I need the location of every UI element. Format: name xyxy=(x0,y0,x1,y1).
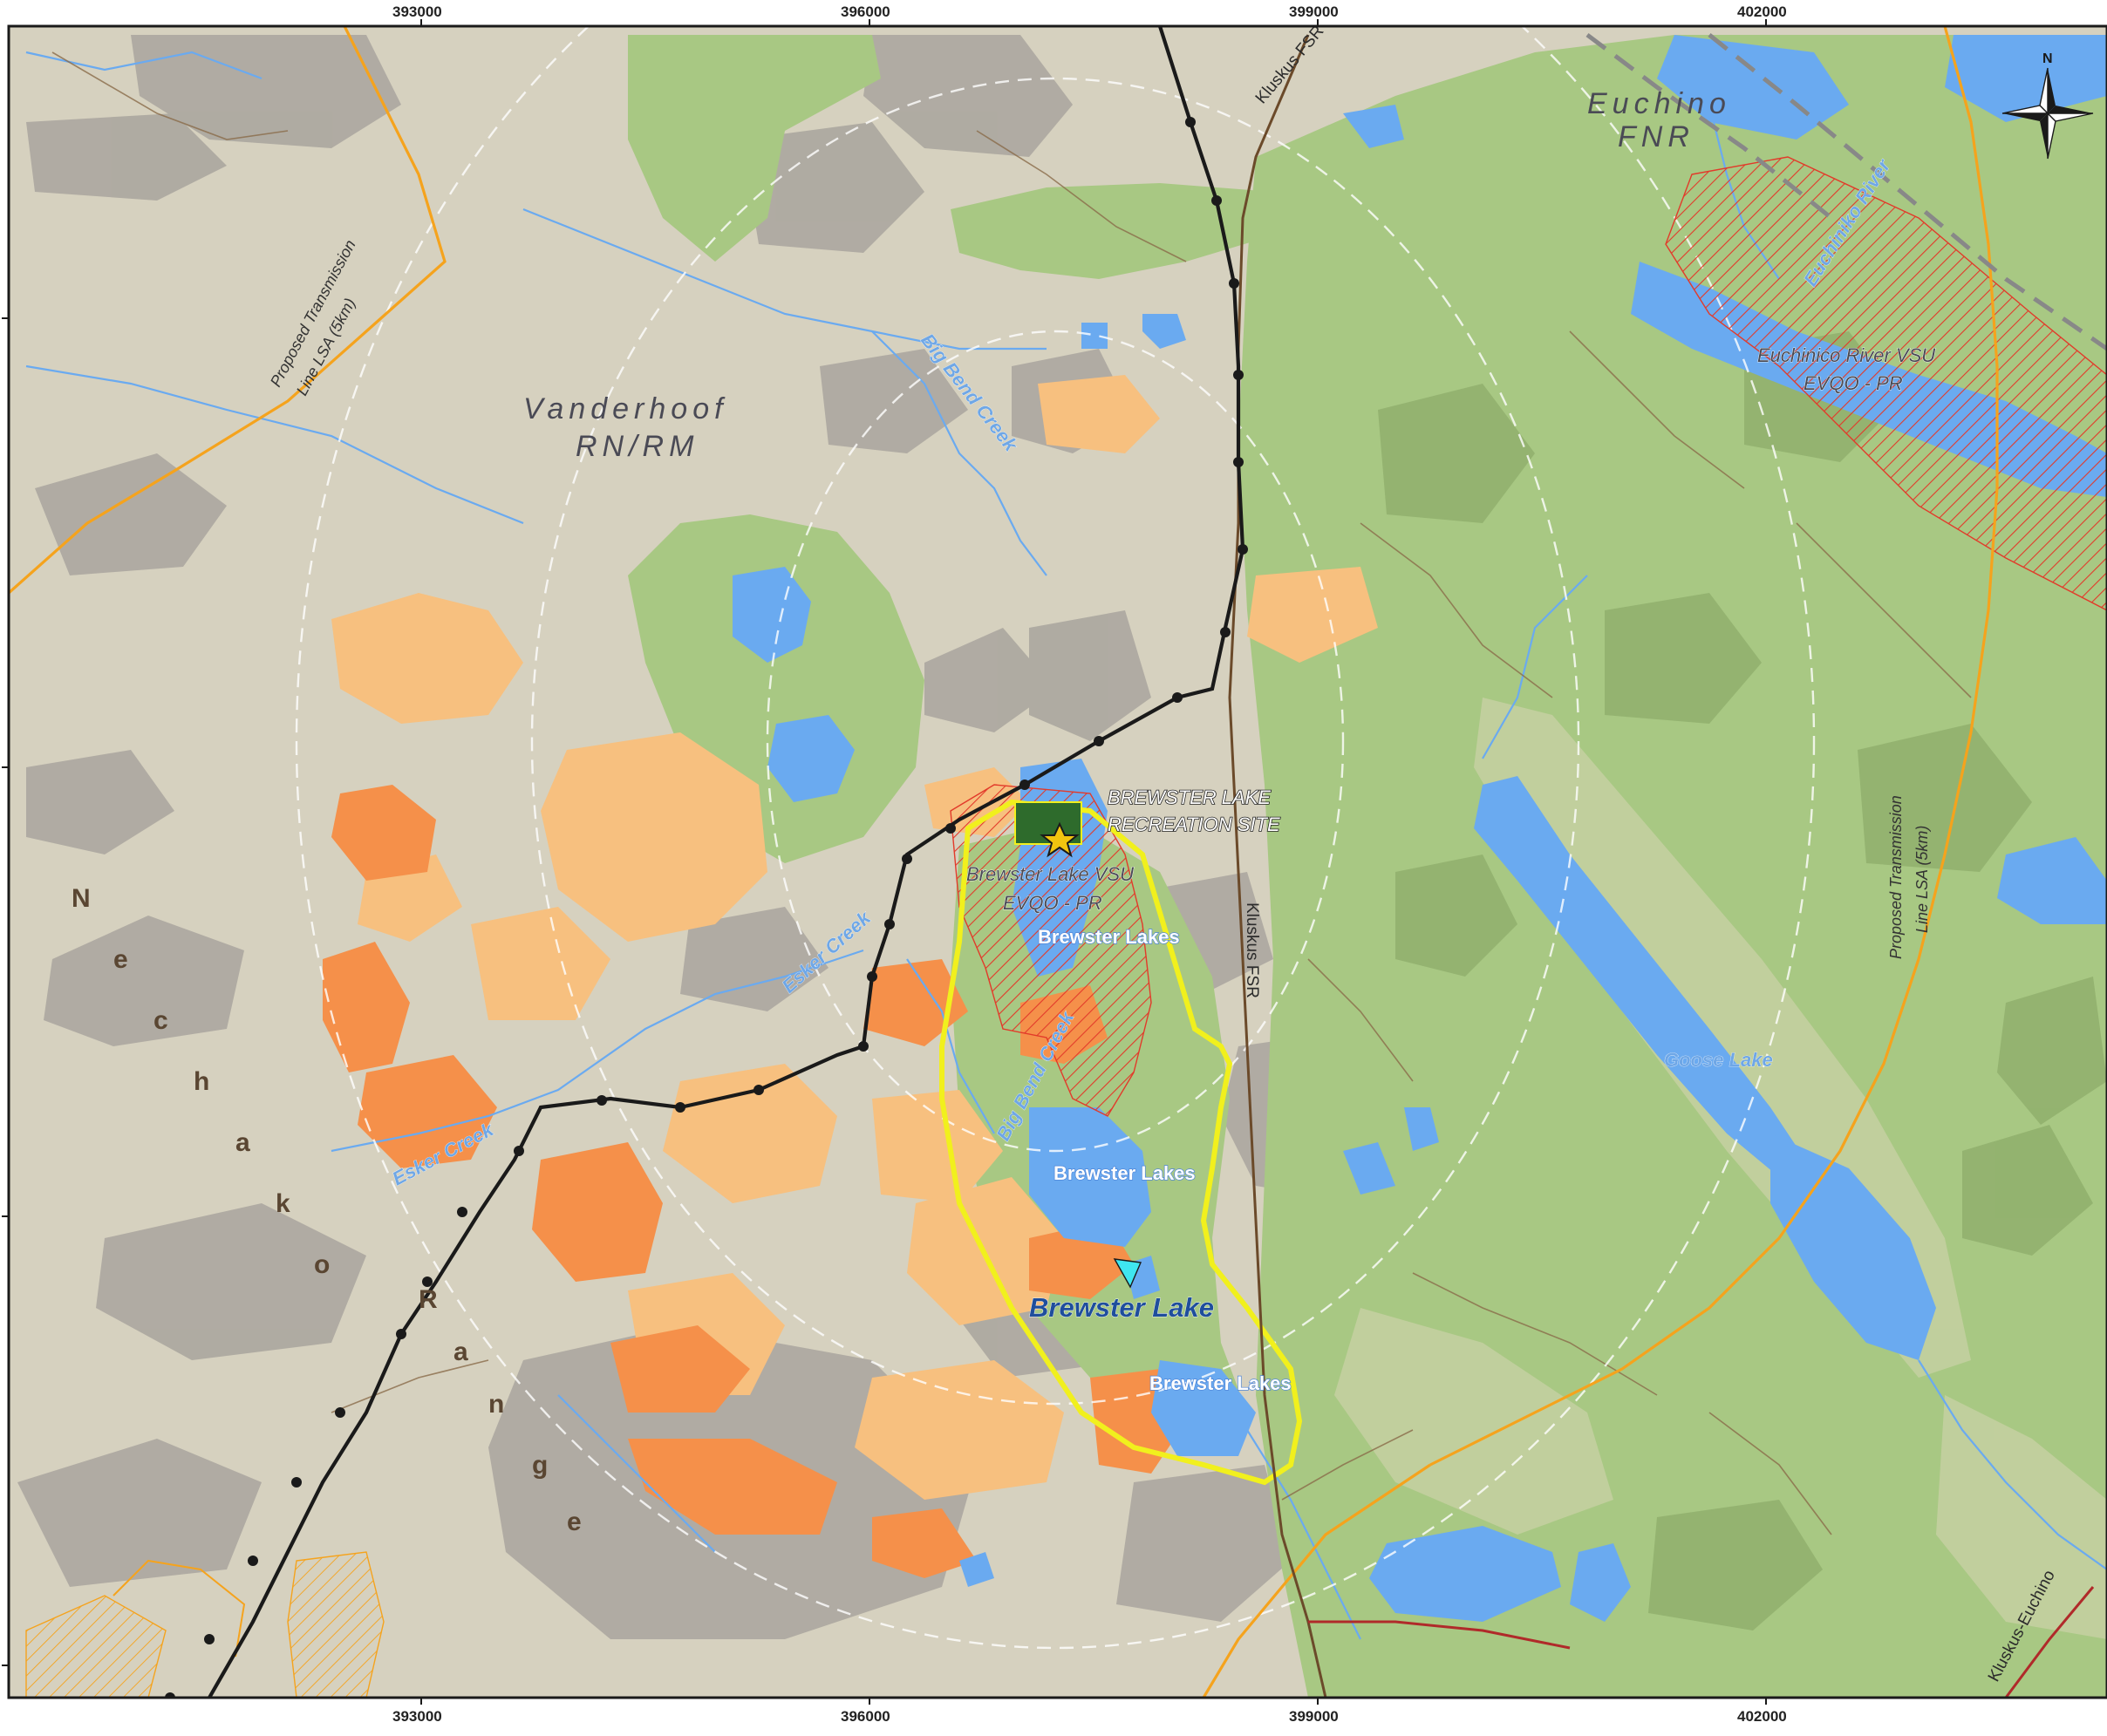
transmission-towers xyxy=(165,117,1248,1698)
lsa-boundary-west xyxy=(9,26,447,595)
transmission-lsa-east-line1: Proposed Transmission xyxy=(1887,795,1905,959)
svg-text:n: n xyxy=(488,1390,504,1419)
brewster-lake-label: Brewster Lake xyxy=(1029,1292,1214,1323)
vanderhoof-label-line1: Vanderhoof xyxy=(523,392,728,425)
x-tick-top-4: 402000 xyxy=(1737,3,1787,20)
x-tick-top-2: 396000 xyxy=(841,3,890,20)
lsa-boundary-east-south xyxy=(1202,1463,1431,1698)
euchino-label-line1: Euchino xyxy=(1587,87,1731,120)
x-tick-bottom-2: 396000 xyxy=(841,1708,890,1725)
sw-hatch-area-b xyxy=(287,1551,385,1698)
lsa-boundary-sw xyxy=(113,1559,246,1658)
svg-text:k: k xyxy=(276,1189,290,1218)
svg-text:h: h xyxy=(194,1067,209,1096)
fnr-boundary-dashed-2 xyxy=(1585,33,1833,220)
nechako-range-label: N e c h a k o R a n g e xyxy=(72,884,582,1536)
map-body: Vanderhoof RN/RM Euchino FNR N e c h a k… xyxy=(9,26,2107,1698)
trails-layer xyxy=(51,51,1972,1535)
orange-light-layer xyxy=(331,375,1378,1500)
svg-text:e: e xyxy=(567,1508,582,1536)
orange-dark-layer xyxy=(323,785,1186,1578)
recreation-site-label-line2: RECREATION SITE xyxy=(1108,814,1280,835)
x-tick-top-3: 399000 xyxy=(1289,3,1339,20)
svg-text:N: N xyxy=(72,884,91,913)
svg-text:a: a xyxy=(235,1128,250,1157)
brewster-vsu-label-line2: EVQO - PR xyxy=(1003,892,1102,914)
euchinico-vsu-label-line2: EVQO - PR xyxy=(1804,372,1903,394)
brewster-lakes-label-1: Brewster Lakes xyxy=(1038,926,1180,948)
svg-text:c: c xyxy=(153,1006,168,1035)
study-area-boundary xyxy=(939,799,1303,1486)
svg-text:R: R xyxy=(419,1285,438,1314)
axis-ticks xyxy=(2,19,1767,1705)
x-tick-bottom-4: 402000 xyxy=(1737,1708,1787,1725)
recreation-site-label-line1: BREWSTER LAKE xyxy=(1108,786,1271,808)
red-road-segment-east xyxy=(2004,1586,2095,1698)
svg-text:o: o xyxy=(314,1250,330,1279)
north-arrow-letter: N xyxy=(2042,51,2053,66)
fnr-boundary-dashed xyxy=(1708,33,2107,351)
north-arrow-icon: N xyxy=(2001,51,2094,160)
kluskus-fsr-road[interactable] xyxy=(1228,34,1327,1698)
brewster-vsu-label-line1: Brewster Lake VSU xyxy=(966,863,1134,885)
x-tick-bottom-1: 393000 xyxy=(392,1708,442,1725)
vanderhoof-label-line2: RN/RM xyxy=(576,430,699,463)
brewster-lake-marker-icon[interactable] xyxy=(1113,1258,1142,1289)
brewster-lakes-label-2: Brewster Lakes xyxy=(1054,1162,1196,1184)
x-tick-top-1: 393000 xyxy=(392,3,442,20)
brewster-lakes-label-3: Brewster Lakes xyxy=(1149,1372,1292,1394)
recreation-site-star-icon[interactable] xyxy=(1040,821,1080,858)
red-road-segment xyxy=(1308,1620,1571,1650)
kluskus-fsr-main-label: Kluskus FSR xyxy=(1243,902,1261,998)
svg-text:a: a xyxy=(453,1338,468,1366)
euchinico-vsu-label-line1: Euchinico River VSU xyxy=(1757,344,1935,366)
east-forest-patches xyxy=(1378,331,2107,1630)
brewster-vsu-area xyxy=(950,784,1152,1117)
map-border xyxy=(7,24,2107,1699)
x-tick-bottom-3: 399000 xyxy=(1289,1708,1339,1725)
svg-text:g: g xyxy=(532,1451,548,1480)
lsa-boundary-east-outer xyxy=(1429,26,1999,1467)
buffer-rings xyxy=(296,26,1815,1649)
transmission-lsa-east-line2: Line LSA (5km) xyxy=(1913,826,1931,933)
sw-hatch-area-a xyxy=(25,1595,167,1698)
goose-lake-label: Goose Lake xyxy=(1664,1049,1773,1071)
euchino-label-line2: FNR xyxy=(1618,120,1694,153)
svg-text:e: e xyxy=(113,945,128,974)
